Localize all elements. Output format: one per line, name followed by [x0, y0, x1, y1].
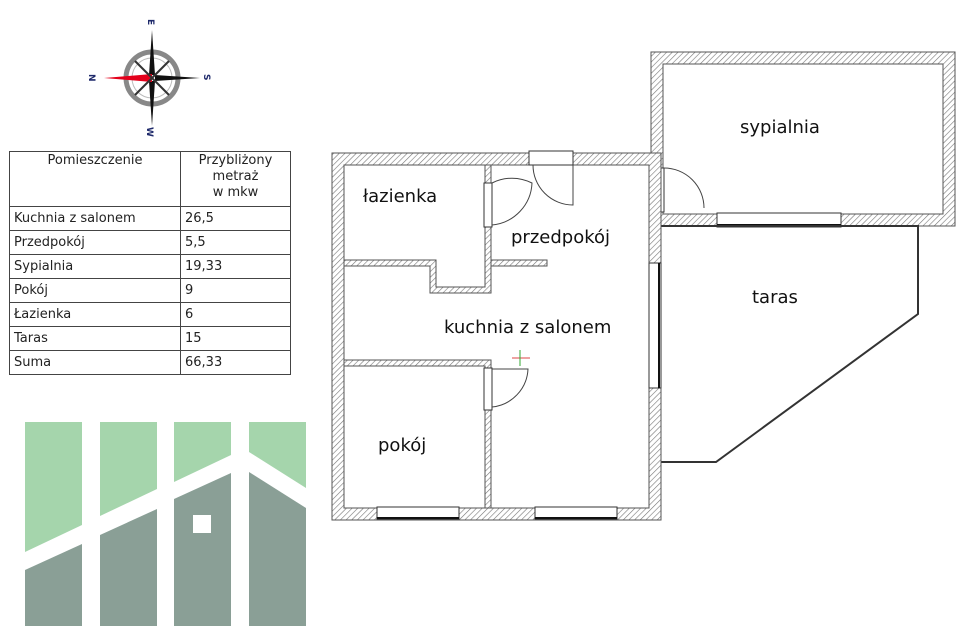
cell-room: Kuchnia z salonem — [9, 206, 181, 231]
label-bedroom: sypialnia — [740, 117, 820, 138]
header-room: Pomieszczenie — [9, 151, 181, 207]
cell-area: 15 — [180, 326, 291, 351]
cell-area: 9 — [180, 278, 291, 303]
entrance-door — [528, 150, 574, 166]
cell-room: Przedpokój — [9, 230, 181, 255]
company-logo — [25, 422, 306, 626]
cell-room: Sypialnia — [9, 254, 181, 279]
compass-rose-icon: E N S W — [86, 19, 211, 137]
cell-room: Łazienka — [9, 302, 181, 327]
header-area-line: metraż — [212, 169, 259, 184]
cell-area: 19,33 — [180, 254, 291, 279]
compass-west: W — [144, 127, 154, 137]
cell-area: 6 — [180, 302, 291, 327]
compass-east: E — [145, 19, 155, 25]
cell-room: Suma — [9, 350, 181, 375]
terrace-outline — [661, 225, 919, 463]
header-area-line: Przybliżony — [198, 153, 273, 168]
room-door — [483, 367, 493, 411]
label-kitchen: kuchnia z salonem — [444, 317, 611, 338]
table-header-row: Pomieszczenie Przybliżony metraż w mkw — [9, 151, 291, 207]
compass-north: N — [86, 74, 96, 82]
compass-south: S — [201, 74, 211, 80]
label-hallway: przedpokój — [511, 227, 610, 248]
label-room: pokój — [378, 435, 426, 456]
bedroom-walls — [649, 51, 956, 228]
label-bathroom: łazienka — [363, 186, 437, 207]
cell-room: Taras — [9, 326, 181, 351]
header-area-line: w mkw — [212, 185, 259, 200]
header-area: Przybliżony metraż w mkw — [180, 151, 291, 207]
label-terrace: taras — [752, 287, 798, 308]
area-table: Pomieszczenie Przybliżony metraż w mkw K… — [9, 151, 291, 375]
cell-room: Pokój — [9, 278, 181, 303]
doors-windows — [376, 150, 662, 520]
cell-area: 26,5 — [180, 206, 291, 231]
cell-area: 66,33 — [180, 350, 291, 375]
bathroom-door — [483, 182, 493, 228]
cell-area: 5,5 — [180, 230, 291, 255]
